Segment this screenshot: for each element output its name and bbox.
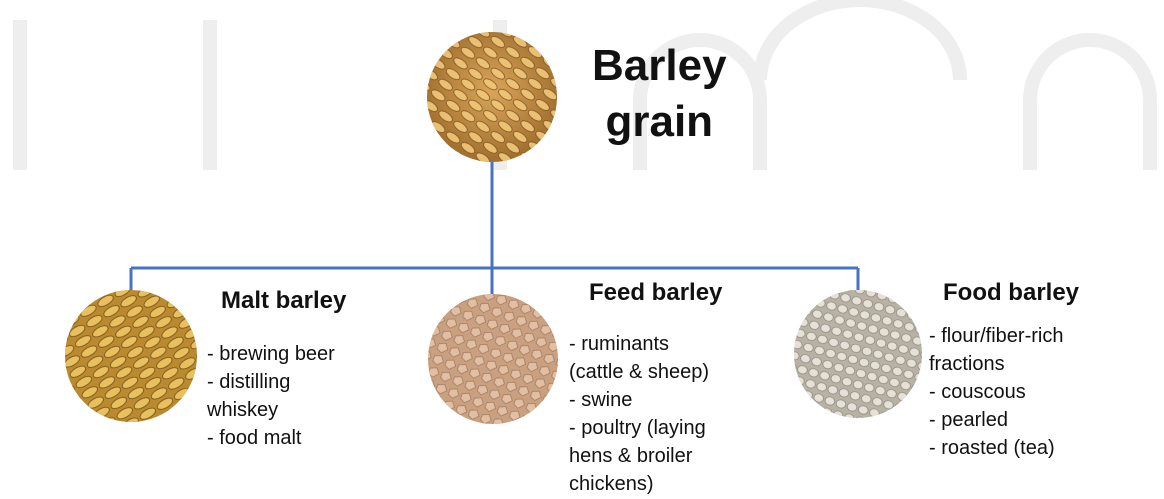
- feed-barley-heading: Feed barley: [589, 279, 722, 307]
- malt-barley-heading: Malt barley: [221, 287, 346, 315]
- list-item: - swine: [569, 386, 709, 414]
- malt-barley-image: [65, 290, 197, 422]
- list-item: whiskey: [207, 396, 335, 424]
- list-item: - flour/fiber-rich: [929, 322, 1063, 350]
- list-item: chickens): [569, 470, 709, 498]
- feed-barley-image: [428, 294, 558, 424]
- list-item: - couscous: [929, 378, 1063, 406]
- barley-grain-image: [427, 32, 557, 162]
- list-item: - pearled: [929, 406, 1063, 434]
- list-item: - food malt: [207, 424, 335, 452]
- root-title: Barley grain: [592, 38, 727, 150]
- malt-barley-uses: - brewing beer - distilling whiskey - fo…: [207, 340, 335, 452]
- list-item: (cattle & sheep): [569, 358, 709, 386]
- root-title-line-1: Barley: [592, 38, 727, 94]
- list-item: - distilling: [207, 368, 335, 396]
- feed-barley-uses: - ruminants (cattle & sheep) - swine - p…: [569, 330, 709, 498]
- food-barley-uses: - flour/fiber-rich fractions - couscous …: [929, 322, 1063, 462]
- list-item: - roasted (tea): [929, 434, 1063, 462]
- list-item: - poultry (laying: [569, 414, 709, 442]
- food-barley-heading: Food barley: [943, 279, 1079, 307]
- list-item: fractions: [929, 350, 1063, 378]
- list-item: hens & broiler: [569, 442, 709, 470]
- list-item: - brewing beer: [207, 340, 335, 368]
- food-barley-image: [794, 290, 922, 418]
- list-item: - ruminants: [569, 330, 709, 358]
- root-title-line-2: grain: [592, 94, 727, 150]
